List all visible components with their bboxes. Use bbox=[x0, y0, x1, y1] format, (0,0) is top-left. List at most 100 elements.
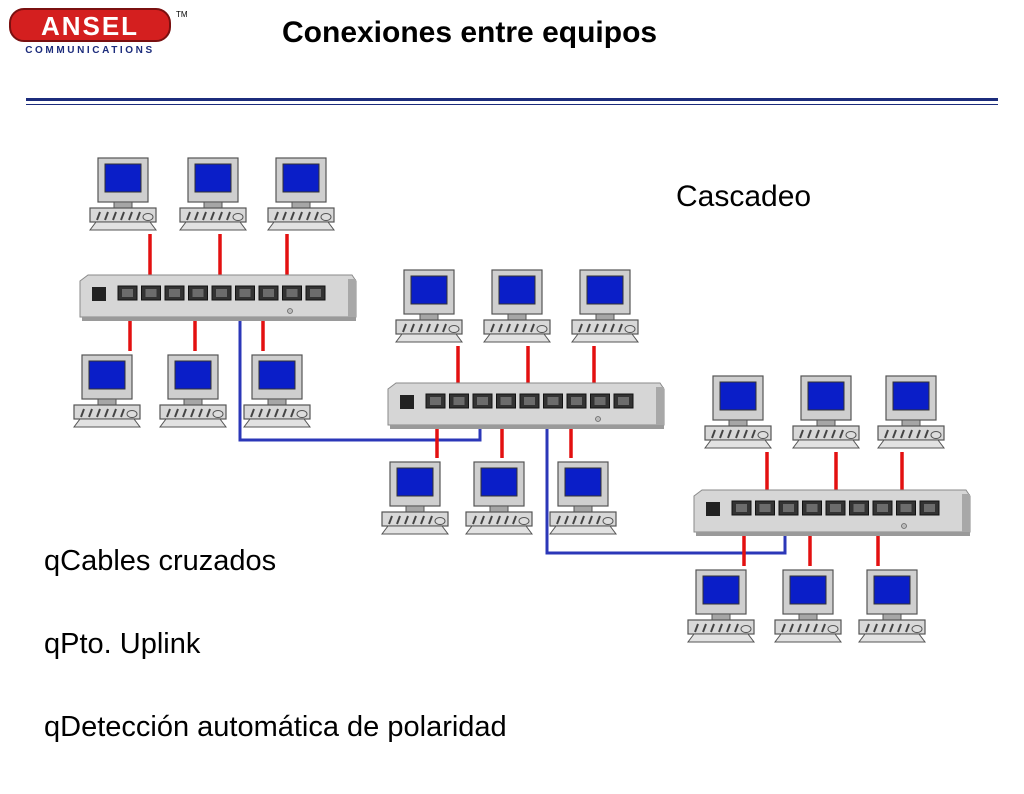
pc-key bbox=[807, 429, 812, 439]
switch-port-pin bbox=[192, 289, 204, 297]
pc-icon bbox=[571, 269, 639, 343]
pc-stand bbox=[419, 313, 439, 321]
pc-key bbox=[298, 211, 303, 221]
pc-key bbox=[831, 429, 836, 439]
pc-keyboard bbox=[243, 418, 311, 428]
pc-key bbox=[734, 623, 739, 633]
pc-key bbox=[908, 429, 913, 439]
pc-key bbox=[610, 323, 615, 333]
pc-key bbox=[618, 323, 623, 333]
pc-key bbox=[726, 623, 731, 633]
pc-icon bbox=[774, 569, 842, 643]
pc-key bbox=[396, 515, 401, 525]
switch-port-pin bbox=[310, 289, 321, 297]
pc-mouse bbox=[518, 517, 530, 525]
pc-icon bbox=[395, 269, 463, 343]
switch-port-pin bbox=[239, 289, 251, 297]
pc-stand bbox=[882, 613, 902, 621]
pc-stand bbox=[203, 201, 223, 209]
pc-key bbox=[198, 408, 203, 418]
switch-port-pin bbox=[759, 504, 771, 512]
pc-keyboard bbox=[687, 633, 755, 643]
pc-keyboard bbox=[792, 439, 860, 449]
ethernet-switch bbox=[79, 274, 357, 321]
pc-key bbox=[522, 323, 527, 333]
pc-key bbox=[727, 429, 732, 439]
pc-icon bbox=[704, 375, 772, 449]
switch-port-pin bbox=[286, 289, 298, 297]
bullet-list: qCables cruzados qPto. Uplink qDetección… bbox=[44, 545, 507, 794]
pc-screen bbox=[873, 575, 911, 605]
pc-mouse bbox=[232, 213, 244, 221]
pc-key bbox=[258, 408, 263, 418]
pc-key bbox=[797, 623, 802, 633]
switch-port-pin bbox=[453, 397, 465, 405]
power-jack bbox=[92, 287, 106, 301]
pc-keyboard bbox=[267, 221, 335, 231]
switch-port-pin bbox=[571, 397, 582, 405]
pc-key bbox=[504, 515, 509, 525]
switch-port-pin bbox=[736, 504, 747, 512]
switch-side bbox=[656, 387, 664, 425]
pc-keyboard bbox=[179, 221, 247, 231]
pc-key bbox=[128, 211, 133, 221]
pc-screen bbox=[702, 575, 740, 605]
pc-keyboard bbox=[159, 418, 227, 428]
pc-key bbox=[306, 211, 311, 221]
pc-key bbox=[924, 429, 929, 439]
pc-screen bbox=[194, 163, 232, 193]
pc-stand bbox=[816, 419, 836, 427]
pc-key bbox=[586, 323, 591, 333]
pc-icon bbox=[159, 354, 227, 428]
pc-screen bbox=[586, 275, 624, 305]
pc-key bbox=[905, 623, 910, 633]
pc-screen bbox=[410, 275, 448, 305]
pc-key bbox=[418, 323, 423, 333]
pc-key bbox=[506, 323, 511, 333]
pc-key bbox=[120, 408, 125, 418]
pc-key bbox=[96, 408, 101, 418]
pc-key bbox=[402, 323, 407, 333]
pc-mouse bbox=[126, 410, 138, 418]
status-led bbox=[287, 308, 293, 314]
pc-key bbox=[434, 323, 439, 333]
logo-name: ANSEL bbox=[41, 11, 139, 41]
pc-key bbox=[274, 408, 279, 418]
pc-screen bbox=[719, 381, 757, 411]
pc-icon bbox=[179, 157, 247, 231]
pc-mouse bbox=[624, 325, 636, 333]
pc-key bbox=[88, 408, 93, 418]
pc-key bbox=[556, 515, 561, 525]
pc-key bbox=[210, 211, 215, 221]
pc-mouse bbox=[212, 410, 224, 418]
pc-key bbox=[314, 211, 319, 221]
pc-key bbox=[594, 323, 599, 333]
switch-port-pin bbox=[145, 289, 157, 297]
pc-stand bbox=[798, 613, 818, 621]
pc-icon bbox=[877, 375, 945, 449]
pc-icon bbox=[89, 157, 157, 231]
pc-key bbox=[735, 429, 740, 439]
pc-icon bbox=[465, 461, 533, 535]
pc-icon bbox=[73, 354, 141, 428]
pc-stand bbox=[507, 313, 527, 321]
pc-key bbox=[426, 323, 431, 333]
pc-key bbox=[120, 211, 125, 221]
pc-keyboard bbox=[858, 633, 926, 643]
pc-stand bbox=[405, 505, 425, 513]
pc-key bbox=[884, 429, 889, 439]
pc-key bbox=[823, 429, 828, 439]
pc-keyboard bbox=[877, 439, 945, 449]
pc-key bbox=[472, 515, 477, 525]
pc-key bbox=[694, 623, 699, 633]
pc-key bbox=[815, 429, 820, 439]
switch-port-pin bbox=[547, 397, 559, 405]
pc-icon bbox=[687, 569, 755, 643]
status-led bbox=[901, 523, 907, 529]
pc-key bbox=[813, 623, 818, 633]
pc-key bbox=[388, 515, 393, 525]
switch-port-pin bbox=[830, 504, 841, 512]
pc-key bbox=[821, 623, 826, 633]
pc-keyboard bbox=[774, 633, 842, 643]
header-rule bbox=[26, 98, 998, 101]
